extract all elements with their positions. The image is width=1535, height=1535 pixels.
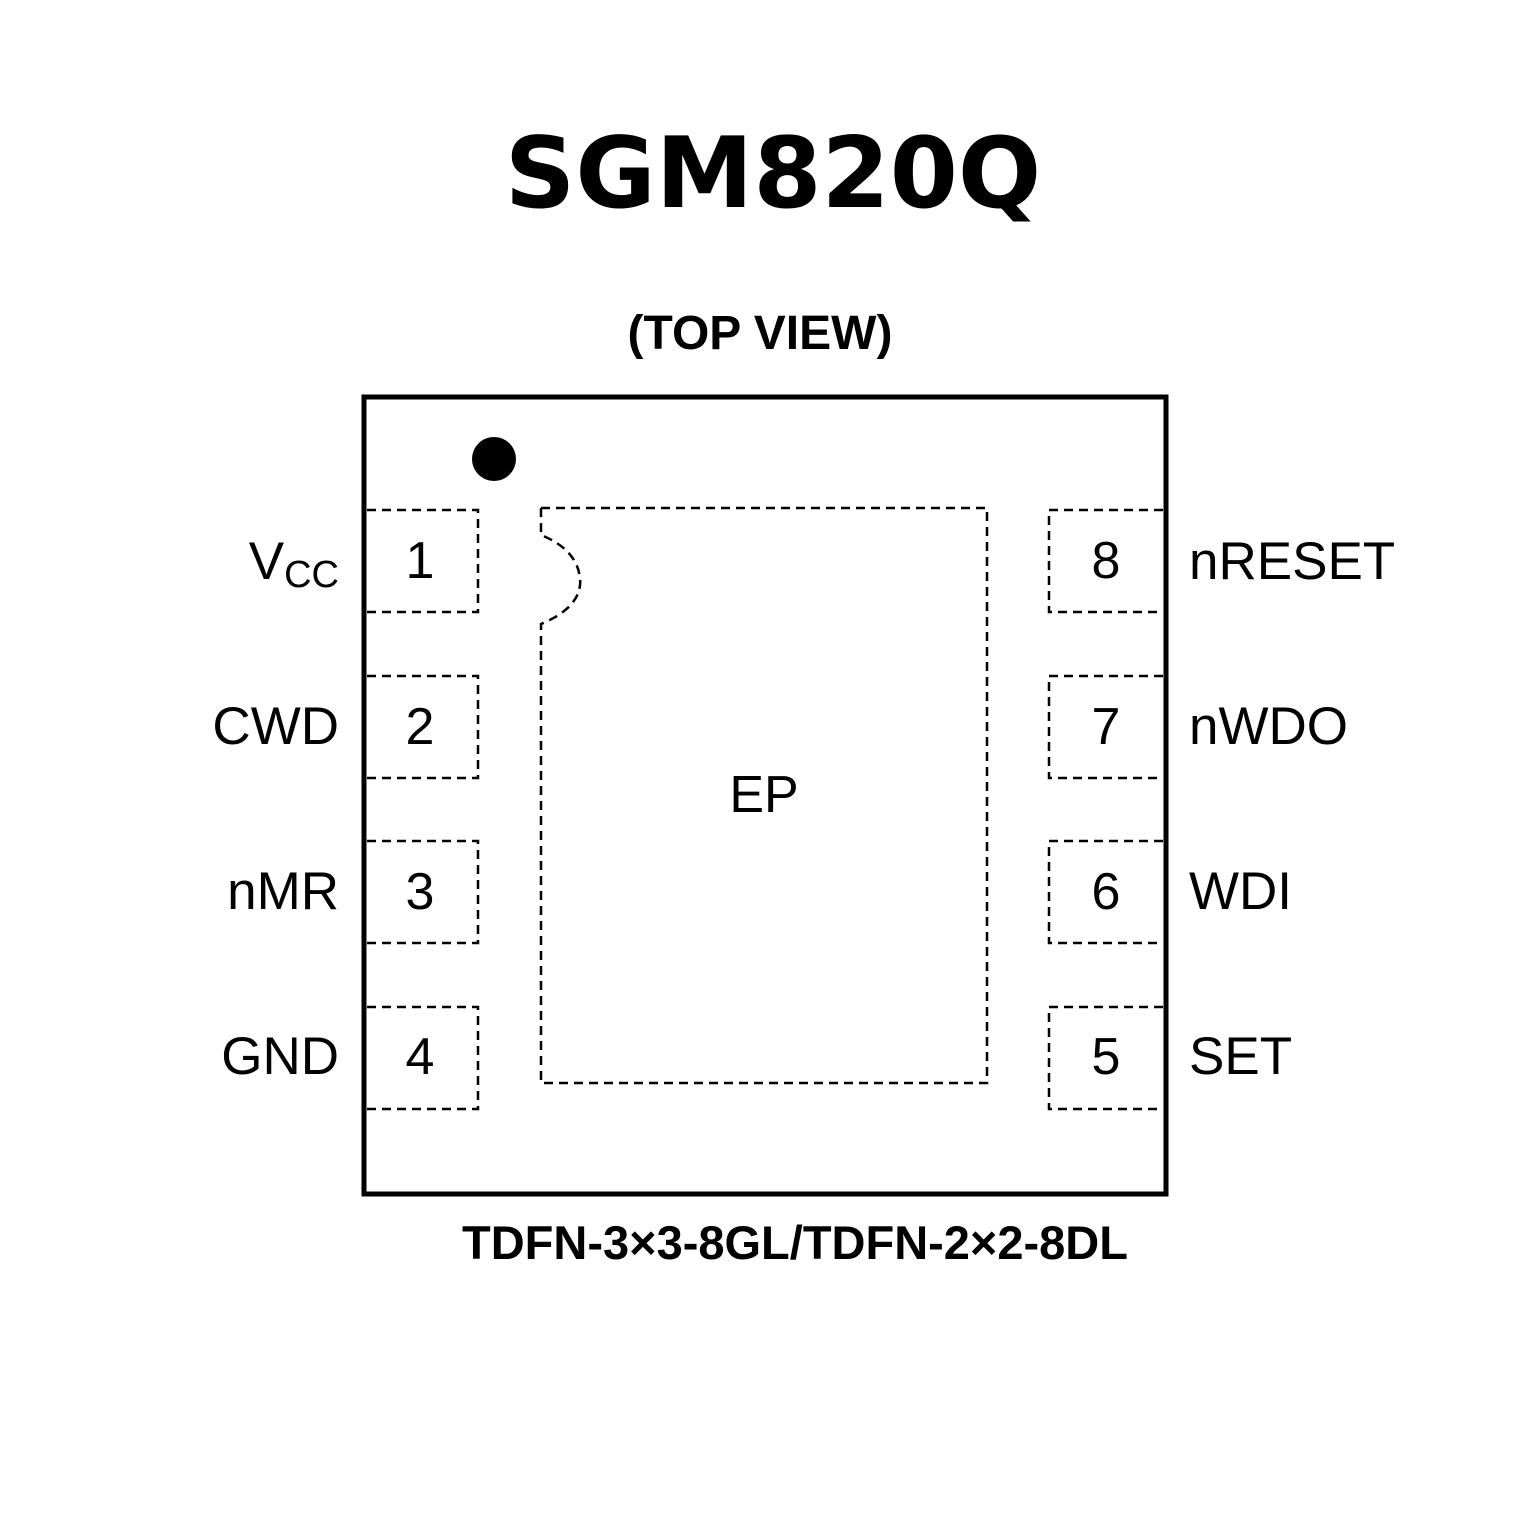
- exposed-pad-outline: [539, 506, 989, 1085]
- pin-label-subscript: CC: [284, 554, 339, 596]
- pin-label: VCC: [249, 532, 339, 596]
- pin-number: 2: [406, 698, 435, 756]
- pin-number: 8: [1092, 532, 1121, 590]
- pin-number: 6: [1092, 863, 1121, 921]
- right-pin-7: 7 nWDO: [1047, 674, 1348, 780]
- pin-label-main: V: [249, 532, 285, 591]
- right-pin-6: 6 WDI: [1047, 839, 1292, 945]
- pin-number: 3: [406, 863, 435, 921]
- left-pin-4: 4 GND: [221, 1005, 480, 1111]
- pad-outline: [1047, 674, 1163, 780]
- pad-outline: [1047, 839, 1163, 945]
- package-outline: [361, 394, 1169, 1197]
- pin-number: 4: [406, 1028, 435, 1086]
- pin-label: WDI: [1189, 862, 1292, 921]
- pad-outline: [1047, 1005, 1163, 1111]
- chip-title: SGM820Q: [505, 117, 1041, 231]
- exposed-pad-label: EP: [729, 766, 798, 824]
- pin-label: CWD: [212, 697, 339, 756]
- pin-number: 5: [1092, 1028, 1121, 1086]
- pin-label: GND: [221, 1027, 339, 1086]
- pin-number: 7: [1092, 698, 1121, 756]
- package-label: TDFN-3×3-8GL/TDFN-2×2-8DL: [462, 1216, 1128, 1269]
- pin-label: nWDO: [1189, 697, 1348, 756]
- pad-outline: [1047, 508, 1163, 614]
- pin-label: nRESET: [1189, 532, 1395, 591]
- pin-label: nMR: [227, 862, 339, 921]
- view-label: (TOP VIEW): [628, 307, 893, 360]
- right-pin-5: 5 SET: [1047, 1005, 1292, 1111]
- right-pin-8: 8 nRESET: [1047, 508, 1395, 614]
- left-pin-2: 2 CWD: [212, 674, 480, 780]
- left-pin-1: 1 VCC: [249, 508, 480, 614]
- pin-number: 1: [406, 532, 435, 590]
- pin1-dot-icon: [472, 437, 516, 481]
- pin-label: SET: [1189, 1027, 1292, 1086]
- left-pin-3: 3 nMR: [227, 839, 480, 945]
